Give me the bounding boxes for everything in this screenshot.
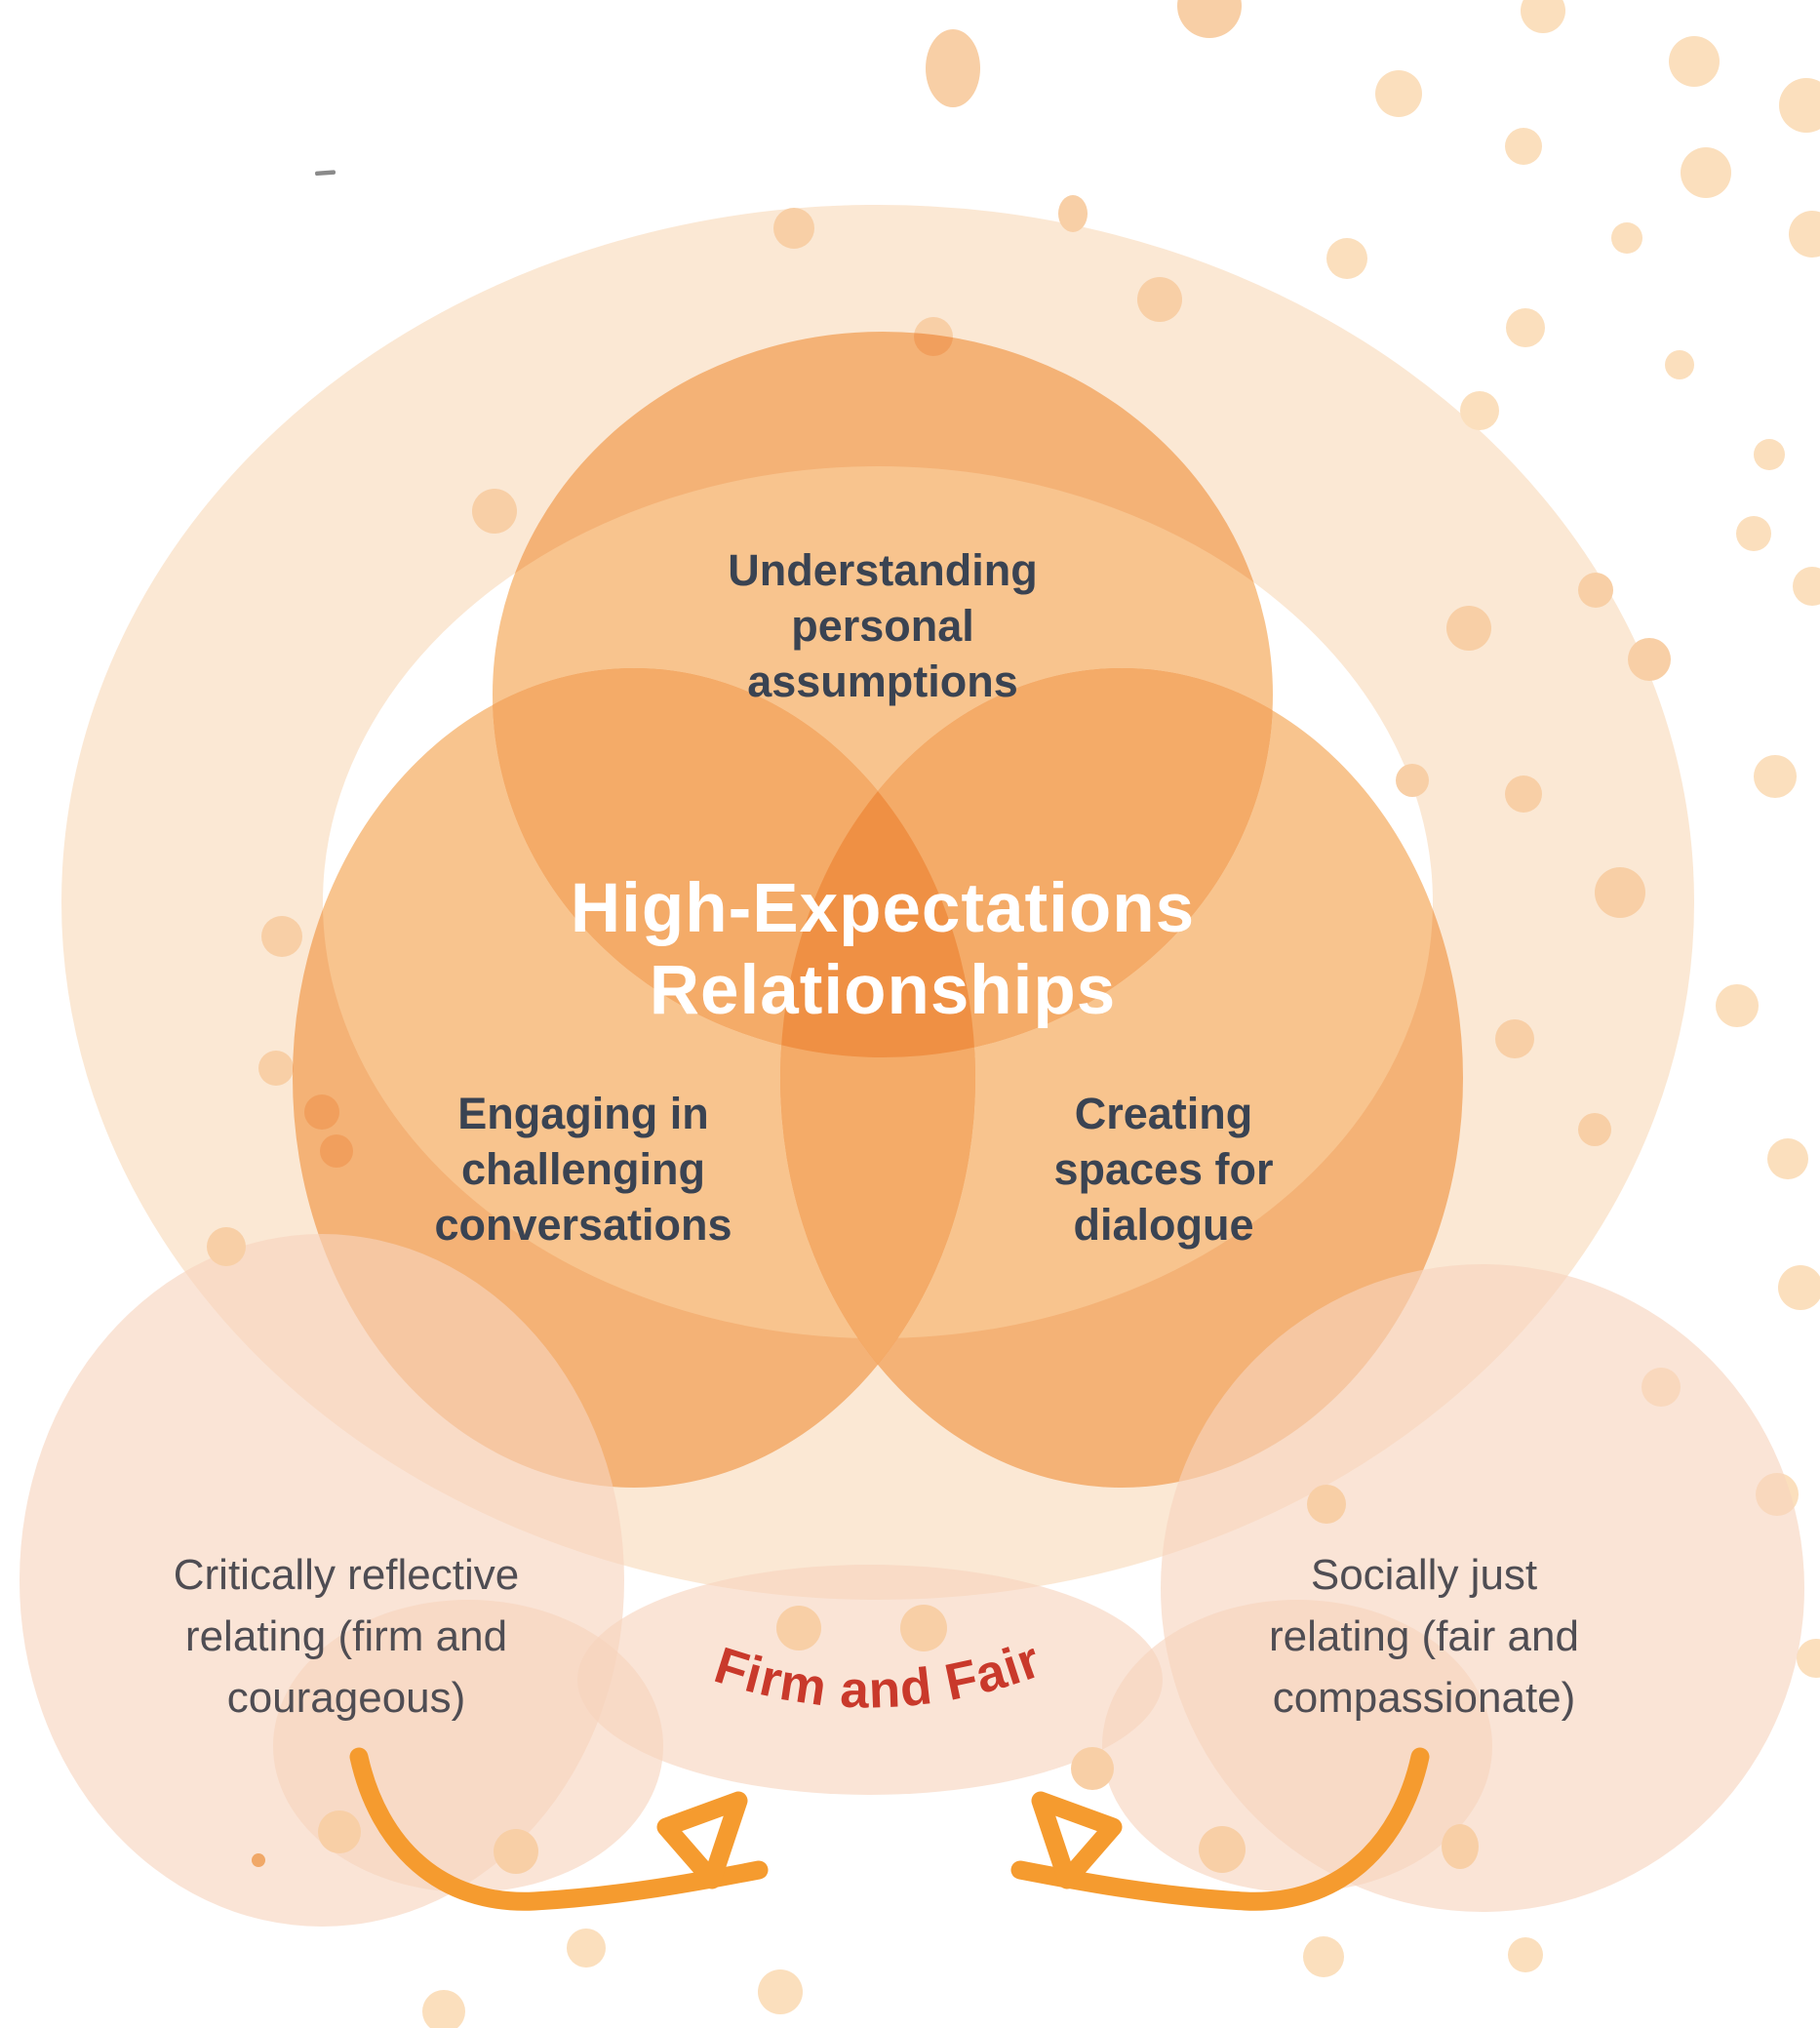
- background-dot: [1578, 1113, 1611, 1146]
- background-dot: [926, 29, 980, 107]
- background-dot: [1495, 1019, 1534, 1058]
- venn-label-challenging-conversations: Engaging in challenging conversations: [434, 1089, 732, 1250]
- background-dot: [1375, 70, 1422, 117]
- background-dot: [1396, 764, 1429, 797]
- background-dot: [1578, 573, 1613, 608]
- background-dot: [1793, 567, 1820, 606]
- side-note-socially-just: Socially just relating (fair and compass…: [1269, 1551, 1579, 1722]
- background-dot: [472, 489, 517, 534]
- background-dot: [1442, 1824, 1479, 1869]
- side-note-critically-reflective: Critically reflective relating (firm and…: [173, 1551, 520, 1722]
- background-dot: [776, 1606, 821, 1650]
- background-dot: [258, 1051, 294, 1086]
- background-dot: [1736, 516, 1771, 551]
- right-curved-arrow: [1010, 1747, 1430, 1911]
- background-dots-over: [207, 1227, 1479, 1874]
- background-dot: [422, 1990, 465, 2028]
- background-dot: [1506, 308, 1545, 347]
- pale-blobs-group: [20, 1234, 1804, 1927]
- background-dot: [1628, 638, 1671, 681]
- background-dot: [1505, 128, 1542, 165]
- background-dot: [1797, 1639, 1820, 1678]
- background-dot: [567, 1929, 606, 1968]
- venn-label-spaces-for-dialogue: Creating spaces for dialogue: [1053, 1089, 1274, 1250]
- background-dot: [1789, 211, 1820, 258]
- background-dot: [1058, 195, 1088, 232]
- background-dot: [1521, 0, 1565, 33]
- banner-blob: [577, 1565, 1163, 1795]
- background-dot: [1307, 1485, 1346, 1524]
- background-dot: [1778, 1265, 1820, 1310]
- background-dot: [1665, 350, 1694, 379]
- background-dot: [1716, 984, 1759, 1027]
- background-dot: [318, 1810, 361, 1853]
- background-dot: [1611, 222, 1642, 254]
- background-dot: [1779, 78, 1820, 133]
- background-dot: [900, 1605, 947, 1651]
- background-dot: [1137, 277, 1182, 322]
- right-arrow-shaft: [1010, 1747, 1430, 1911]
- background-dot: [1595, 867, 1645, 918]
- background-dot: [207, 1227, 246, 1266]
- background-dot: [494, 1829, 538, 1874]
- background-dot: [773, 208, 814, 249]
- right-arrowhead-icon: [1031, 1791, 1123, 1889]
- background-dot: [758, 1969, 803, 2014]
- background-dot: [1177, 0, 1242, 38]
- background-dot: [1446, 606, 1491, 651]
- background-dot: [1199, 1826, 1246, 1873]
- background-dot: [1326, 238, 1367, 279]
- background-dot: [1303, 1936, 1344, 1977]
- venn-label-understanding-assumptions: Understanding personal assumptions: [728, 545, 1038, 706]
- background-dot: [1505, 775, 1542, 813]
- background-dot: [1754, 755, 1797, 798]
- background-dot: [252, 1853, 265, 1867]
- background-dot: [1508, 1937, 1543, 1972]
- left-arrow-shaft: [349, 1747, 769, 1911]
- background-dot: [1754, 439, 1785, 470]
- left-arrowhead-icon: [656, 1791, 748, 1889]
- center-title: High-Expectations Relationships: [570, 870, 1196, 1029]
- background-dot: [1071, 1747, 1114, 1790]
- left-curved-arrow: [349, 1747, 769, 1911]
- background-dot: [1669, 36, 1720, 87]
- background-dot: [1460, 391, 1499, 430]
- background-dot: [261, 916, 302, 957]
- curved-arrows-group: [349, 1747, 1430, 1911]
- background-dot: [1681, 147, 1731, 198]
- left-blob-extension: [273, 1600, 663, 1892]
- stray-dash-mark: [315, 170, 336, 177]
- background-dot: [1767, 1138, 1808, 1179]
